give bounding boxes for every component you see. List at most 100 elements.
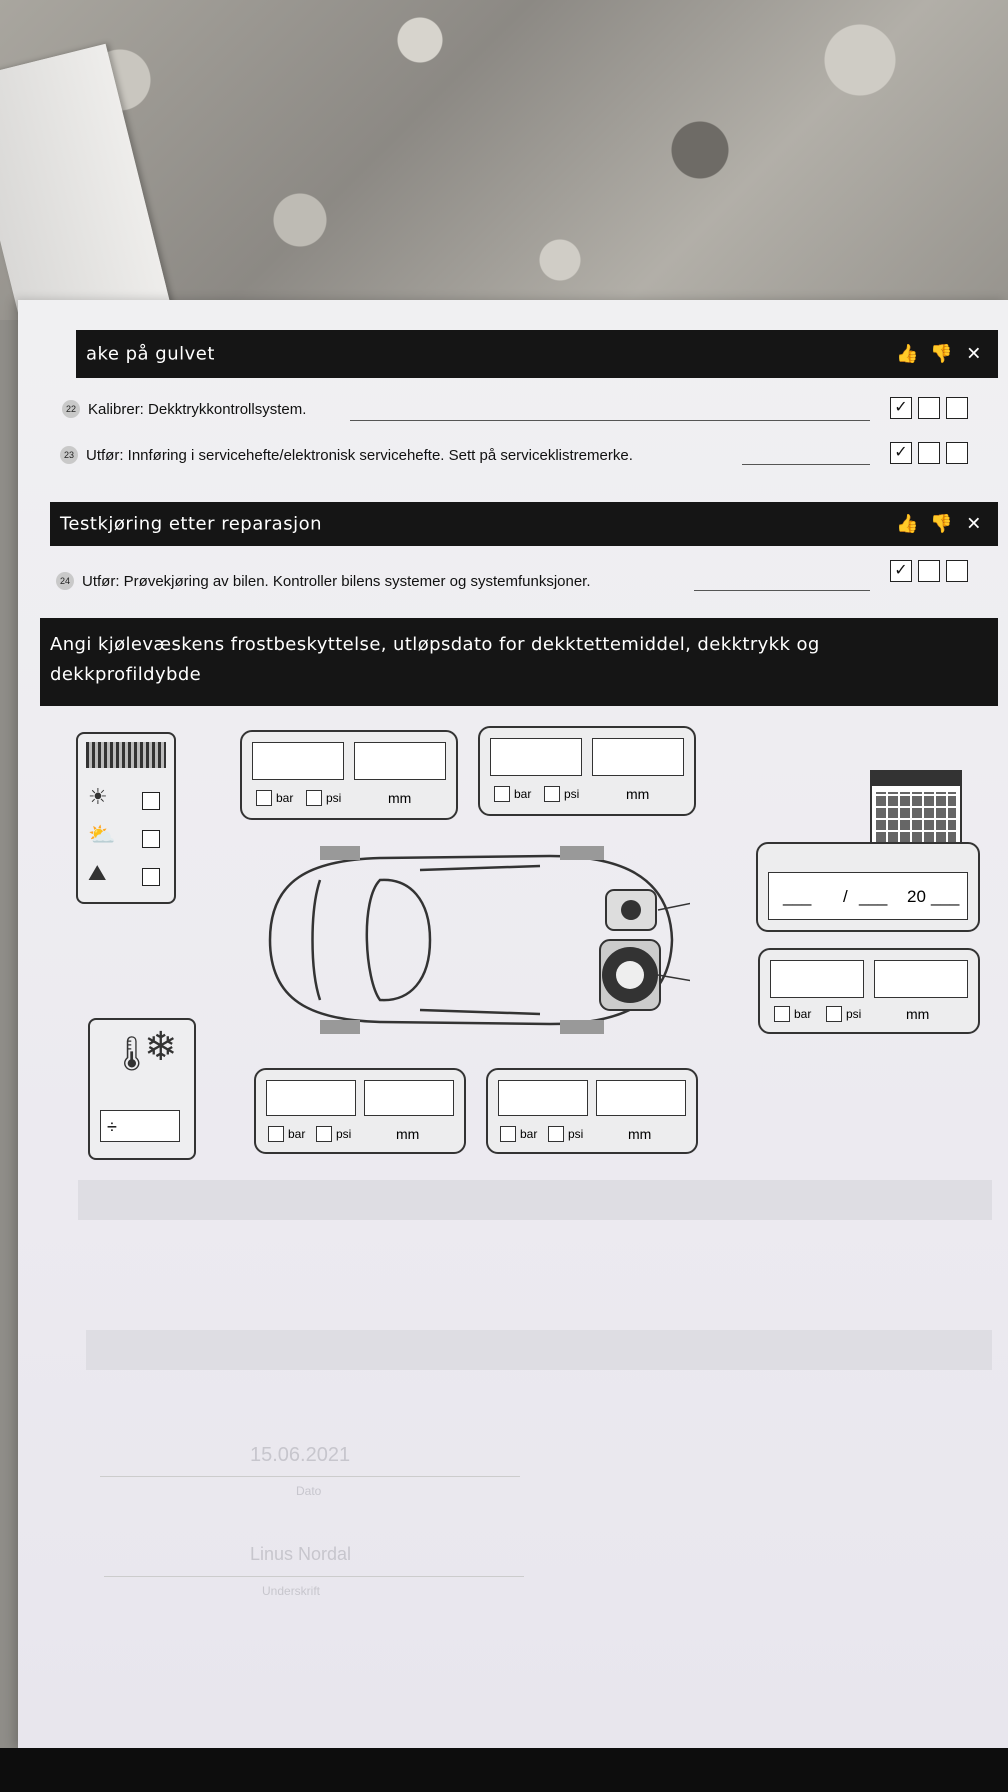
not-ok-checkbox[interactable] bbox=[918, 397, 940, 419]
tread-depth-field[interactable] bbox=[596, 1080, 686, 1116]
year-blank: ___ bbox=[931, 887, 960, 906]
thumbs-down-icon: 👎 bbox=[930, 513, 953, 535]
psi-label: psi bbox=[336, 1127, 352, 1141]
psi-checkbox[interactable] bbox=[306, 790, 322, 806]
tools-icon: ✕ bbox=[966, 513, 982, 535]
thermometer-icon: 🌡 bbox=[110, 1035, 154, 1073]
faded-header-bar bbox=[78, 1180, 992, 1220]
car-top-view-diagram bbox=[268, 846, 690, 1034]
pressure-field[interactable] bbox=[770, 960, 864, 998]
repair-checkbox[interactable] bbox=[946, 397, 968, 419]
tire-box-front-right: bar psi mm bbox=[478, 726, 696, 816]
unit-psi: psi bbox=[544, 786, 579, 802]
checklist-item: 24 Utfør: Prøvekjøring av bilen. Kontrol… bbox=[56, 572, 591, 590]
month-blank: ___ bbox=[783, 887, 812, 906]
all-season-checkbox[interactable] bbox=[142, 830, 160, 848]
tread-depth-field[interactable] bbox=[592, 738, 684, 776]
mm-label: mm bbox=[396, 1126, 420, 1142]
pressure-field[interactable] bbox=[498, 1080, 588, 1116]
tools-icon: ✕ bbox=[966, 343, 982, 365]
psi-checkbox[interactable] bbox=[548, 1126, 564, 1142]
winter-tire-checkbox[interactable] bbox=[142, 868, 160, 886]
tire-box-rear-left: bar psi mm bbox=[254, 1068, 466, 1154]
repair-checkbox[interactable] bbox=[946, 442, 968, 464]
bar-checkbox[interactable] bbox=[500, 1126, 516, 1142]
checklist-item: 22 Kalibrer: Dekktrykkontrollsystem. bbox=[62, 400, 306, 418]
item-text: Kalibrer: Dekktrykkontrollsystem. bbox=[88, 400, 307, 418]
ok-checkbox[interactable]: ✓ bbox=[890, 560, 912, 582]
winter-mountain-icon: ⛰ bbox=[88, 860, 107, 885]
pressure-field[interactable] bbox=[252, 742, 344, 780]
year-prefix: 20 bbox=[907, 887, 926, 906]
summer-tire-checkbox[interactable] bbox=[142, 792, 160, 810]
not-ok-checkbox[interactable] bbox=[918, 442, 940, 464]
bar-checkbox[interactable] bbox=[494, 786, 510, 802]
sealant-expiry-box: ___ / ___ 20 ___ bbox=[756, 842, 980, 932]
unit-bar: bar bbox=[500, 1126, 537, 1142]
bar-checkbox[interactable] bbox=[774, 1006, 790, 1022]
item-text: Utfør: Prøvekjøring av bilen. Kontroller… bbox=[82, 572, 591, 590]
tread-depth-field[interactable] bbox=[354, 742, 446, 780]
minus-symbol: ÷ bbox=[107, 1117, 117, 1137]
faded-name-label: Underskrift bbox=[262, 1584, 321, 1598]
thumbs-down-icon: 👎 bbox=[930, 343, 953, 365]
psi-checkbox[interactable] bbox=[544, 786, 560, 802]
faded-signature-line bbox=[104, 1576, 524, 1577]
psi-checkbox[interactable] bbox=[826, 1006, 842, 1022]
section-title: ake på gulvet bbox=[86, 343, 215, 365]
item-number: 22 bbox=[62, 400, 80, 418]
faded-date-label: Dato bbox=[296, 1484, 322, 1498]
not-ok-checkbox[interactable] bbox=[918, 560, 940, 582]
pressure-field[interactable] bbox=[266, 1080, 356, 1116]
item-line bbox=[742, 464, 870, 465]
unit-bar: bar bbox=[256, 790, 293, 806]
faded-name: Linus Nordal bbox=[250, 1544, 352, 1564]
faded-header-bar bbox=[86, 1330, 992, 1370]
bar-checkbox[interactable] bbox=[256, 790, 272, 806]
mm-label: mm bbox=[906, 1006, 930, 1022]
date-separator: / bbox=[843, 887, 848, 906]
item-number: 24 bbox=[56, 572, 74, 590]
thumbs-up-icon: 👍 bbox=[896, 513, 919, 535]
bar-label: bar bbox=[520, 1127, 538, 1141]
ok-checkbox[interactable]: ✓ bbox=[890, 397, 912, 419]
item-line bbox=[350, 420, 870, 421]
item-line bbox=[694, 590, 870, 591]
mm-label: mm bbox=[626, 786, 650, 802]
psi-label: psi bbox=[846, 1007, 862, 1021]
pressure-field[interactable] bbox=[490, 738, 582, 776]
all-season-icon: ⛅ bbox=[88, 822, 116, 847]
unit-psi: psi bbox=[306, 790, 341, 806]
tread-depth-field[interactable] bbox=[364, 1080, 454, 1116]
summer-sun-icon: ☀ bbox=[88, 784, 108, 809]
tread-depth-field[interactable] bbox=[874, 960, 968, 998]
psi-checkbox[interactable] bbox=[316, 1126, 332, 1142]
unit-psi: psi bbox=[826, 1006, 861, 1022]
repair-checkbox[interactable] bbox=[946, 560, 968, 582]
psi-label: psi bbox=[568, 1127, 584, 1141]
section-header-floor: ake på gulvet 👍 👎 ✕ bbox=[76, 330, 998, 378]
bar-label: bar bbox=[288, 1127, 306, 1141]
item-number: 23 bbox=[60, 446, 78, 464]
thumbs-up-icon: 👍 bbox=[896, 343, 919, 365]
item-text: Utfør: Innføring i servicehefte/elektron… bbox=[86, 446, 633, 464]
info-section-header: Angi kjølevæskens frostbeskyttelse, utlø… bbox=[40, 618, 998, 706]
bar-label: bar bbox=[276, 791, 294, 805]
faded-signature-line bbox=[100, 1476, 520, 1477]
bottom-dark-edge bbox=[0, 1748, 1008, 1792]
tire-type-box: ☀ ⛅ ⛰ bbox=[76, 732, 176, 904]
item-checkboxes: ✓ bbox=[890, 560, 968, 582]
item-checkboxes: ✓ bbox=[890, 442, 968, 464]
mm-label: mm bbox=[388, 790, 412, 806]
section-title: Testkjøring etter reparasjon bbox=[60, 513, 322, 535]
bar-checkbox[interactable] bbox=[268, 1126, 284, 1142]
unit-bar: bar bbox=[268, 1126, 305, 1142]
psi-label: psi bbox=[326, 791, 342, 805]
ok-checkbox[interactable]: ✓ bbox=[890, 442, 912, 464]
frost-protection-field[interactable]: ÷ bbox=[100, 1110, 180, 1142]
expiry-date-field[interactable]: ___ / ___ 20 ___ bbox=[768, 872, 968, 920]
tire-tread-icon bbox=[86, 742, 166, 768]
psi-label: psi bbox=[564, 787, 580, 801]
bar-label: bar bbox=[514, 787, 532, 801]
faded-date: 15.06.2021 bbox=[250, 1444, 351, 1466]
